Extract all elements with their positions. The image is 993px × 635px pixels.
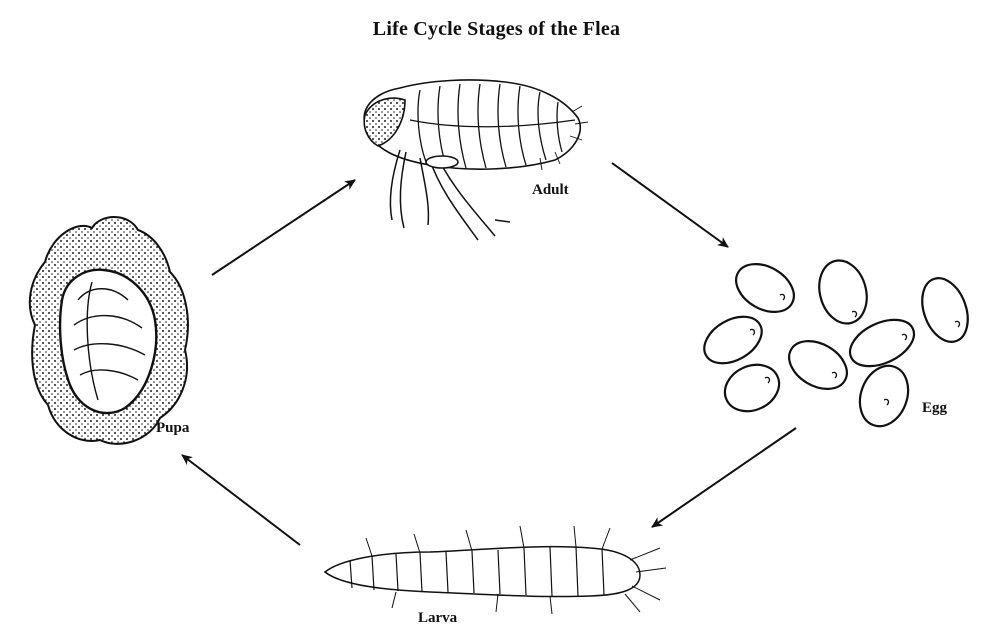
pupa-illustration [30, 217, 188, 444]
stage-label-larva: Larva [418, 610, 457, 627]
stage-label-pupa: Pupa [156, 420, 189, 437]
diagram-title: Life Cycle Stages of the Flea [0, 18, 993, 41]
arrow-egg-to-larva [652, 428, 796, 527]
stage-label-adult: Adult [532, 182, 569, 199]
arrow-pupa-to-adult [212, 180, 355, 275]
stage-label-egg: Egg [922, 400, 947, 417]
arrow-larva-to-pupa [182, 455, 300, 545]
adult-flea-illustration [364, 80, 588, 240]
larva-illustration [325, 526, 666, 614]
arrow-adult-to-egg [612, 163, 728, 247]
